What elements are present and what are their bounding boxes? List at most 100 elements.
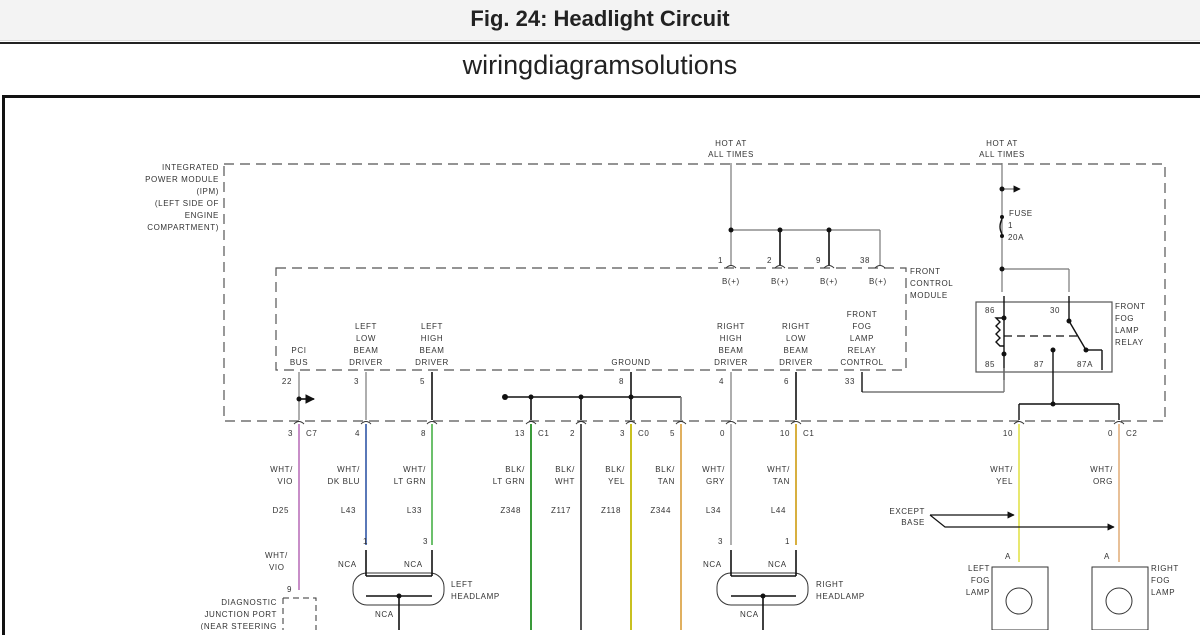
svg-text:13: 13 (515, 429, 525, 438)
svg-text:8: 8 (421, 429, 426, 438)
svg-text:RIGHT: RIGHT (782, 322, 810, 331)
svg-text:RIGHT: RIGHT (1151, 564, 1179, 573)
svg-text:HEADLAMP: HEADLAMP (816, 592, 865, 601)
except-base-label: EXCEPT BASE (889, 507, 925, 527)
svg-text:B(+): B(+) (771, 277, 789, 286)
fuse-label: FUSE 1 20A (1008, 209, 1032, 242)
svg-text:30: 30 (1050, 306, 1060, 315)
svg-text:NCA: NCA (338, 560, 357, 569)
svg-text:ALL TIMES: ALL TIMES (979, 150, 1025, 159)
svg-text:ALL TIMES: ALL TIMES (708, 150, 754, 159)
svg-text:LOW: LOW (356, 334, 376, 343)
svg-text:LAMP: LAMP (966, 588, 990, 597)
svg-text:(LEFT SIDE OF: (LEFT SIDE OF (155, 199, 219, 208)
svg-text:BEAM: BEAM (783, 346, 808, 355)
svg-text:BEAM: BEAM (718, 346, 743, 355)
svg-text:YEL: YEL (996, 477, 1013, 486)
svg-text:5: 5 (420, 377, 425, 386)
svg-text:DRIVER: DRIVER (349, 358, 383, 367)
svg-text:3: 3 (718, 537, 723, 546)
svg-text:VIO: VIO (269, 563, 285, 572)
relay-internals (861, 296, 1120, 420)
svg-text:86: 86 (985, 306, 995, 315)
svg-text:L33: L33 (407, 506, 422, 515)
fcm-output-labels: PCI BUS LEFT LOW BEAM DRIVER LEFT HIGH B… (290, 310, 883, 367)
svg-text:FRONT: FRONT (910, 267, 941, 276)
svg-text:BEAM: BEAM (353, 346, 378, 355)
svg-text:DRIVER: DRIVER (779, 358, 813, 367)
svg-text:COMPARTMENT): COMPARTMENT) (147, 223, 219, 232)
svg-text:HIGH: HIGH (421, 334, 443, 343)
svg-text:LOW: LOW (786, 334, 806, 343)
svg-text:2: 2 (570, 429, 575, 438)
svg-text:0: 0 (1108, 429, 1113, 438)
svg-text:RELAY: RELAY (848, 346, 877, 355)
svg-text:3: 3 (288, 429, 293, 438)
svg-text:WHT/: WHT/ (767, 465, 790, 474)
svg-text:TAN: TAN (658, 477, 675, 486)
svg-text:WHT/: WHT/ (265, 551, 288, 560)
svg-text:4: 4 (355, 429, 360, 438)
svg-text:MODULE: MODULE (910, 291, 948, 300)
ipm-label: INTEGRATED POWER MODULE (IPM) (LEFT SIDE… (145, 163, 219, 232)
svg-text:A: A (1104, 552, 1110, 561)
svg-text:FOG: FOG (852, 322, 871, 331)
relay-label: FRONT FOG LAMP RELAY (1115, 302, 1145, 347)
svg-text:3: 3 (423, 537, 428, 546)
svg-text:B(+): B(+) (820, 277, 838, 286)
title-divider (0, 42, 1200, 44)
svg-text:BLK/: BLK/ (555, 465, 575, 474)
svg-text:10: 10 (780, 429, 790, 438)
power-source-1: HOT AT ALL TIMES (708, 139, 754, 159)
left-fog-lamp: A LEFT FOG LAMP (966, 552, 1049, 630)
svg-text:LAMP: LAMP (1151, 588, 1175, 597)
svg-text:2: 2 (767, 256, 772, 265)
svg-text:38: 38 (860, 256, 870, 265)
svg-text:RIGHT: RIGHT (717, 322, 745, 331)
svg-text:WHT/: WHT/ (270, 465, 293, 474)
watermark-subtitle: wiringdiagramsolutions (462, 50, 738, 80)
svg-text:BLK/: BLK/ (655, 465, 675, 474)
svg-text:4: 4 (719, 377, 724, 386)
power-source-2: HOT AT ALL TIMES (979, 139, 1025, 159)
svg-text:LT GRN: LT GRN (394, 477, 426, 486)
svg-text:RELAY: RELAY (1115, 338, 1144, 347)
ipm-boundary (223, 163, 1166, 422)
svg-text:LEFT: LEFT (451, 580, 473, 589)
svg-text:C7: C7 (306, 429, 317, 438)
svg-text:B(+): B(+) (869, 277, 887, 286)
svg-text:POWER MODULE: POWER MODULE (145, 175, 219, 184)
svg-text:BLK/: BLK/ (505, 465, 525, 474)
fog-lamp-relay (975, 301, 1113, 373)
right-fog-lamp: A RIGHT FOG LAMP (1091, 552, 1179, 630)
svg-text:NCA: NCA (768, 560, 787, 569)
svg-text:85: 85 (985, 360, 995, 369)
svg-text:CONTROL: CONTROL (840, 358, 883, 367)
svg-text:BASE: BASE (901, 518, 925, 527)
svg-text:L43: L43 (341, 506, 356, 515)
svg-text:3: 3 (354, 377, 359, 386)
svg-text:FRONT: FRONT (847, 310, 878, 319)
svg-text:RIGHT: RIGHT (816, 580, 844, 589)
svg-text:WHT/: WHT/ (702, 465, 725, 474)
svg-text:D25: D25 (273, 506, 289, 515)
svg-text:DK BLU: DK BLU (328, 477, 361, 486)
title-bar: Fig. 24: Headlight Circuit (0, 0, 1200, 41)
svg-text:WHT/: WHT/ (1090, 465, 1113, 474)
svg-text:Z118: Z118 (601, 506, 621, 515)
svg-text:87A: 87A (1077, 360, 1093, 369)
svg-text:WHT/: WHT/ (403, 465, 426, 474)
svg-text:10: 10 (1003, 429, 1013, 438)
fuse-icon (999, 218, 1003, 235)
svg-text:(NEAR STEERING: (NEAR STEERING (201, 622, 277, 630)
svg-text:FOG: FOG (971, 576, 990, 585)
left-headlamp: 1 3 NCA NCA NCA LEFT HEADLAMP (338, 537, 499, 630)
figure-title: Fig. 24: Headlight Circuit (470, 6, 730, 31)
